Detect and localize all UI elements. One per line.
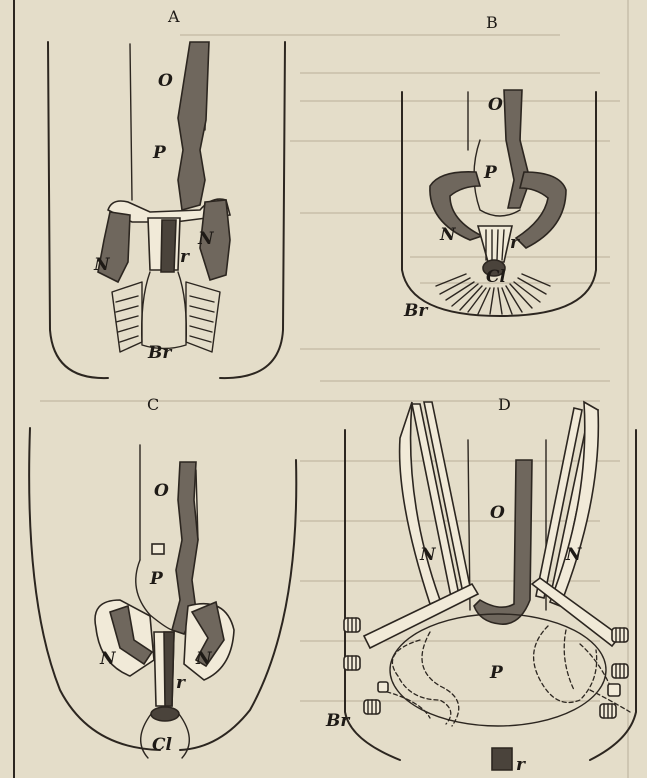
panel-a [48, 42, 285, 378]
panel-a-cloaca-outline [142, 272, 187, 349]
panel-c-label-n-left: N [99, 649, 117, 669]
panel-b-label-p: P [483, 163, 498, 183]
panel-b-label-r: r [510, 233, 520, 253]
panel-a-body-outline-left [48, 42, 108, 378]
panel-a-gill-left [112, 282, 142, 352]
panel-a-inner-line-left [130, 44, 132, 200]
panel-b-rectum [478, 226, 512, 262]
panel-d-label-o: O [490, 503, 505, 523]
panel-a-label-o: O [158, 71, 173, 91]
panel-d-label-n-right: N [565, 545, 583, 565]
panel-d [344, 402, 636, 770]
panel-c-cloaca-opening [151, 707, 179, 721]
panel-a-label-br: Br [147, 343, 172, 363]
panel-a-label-n-right: N [197, 229, 215, 249]
panel-d-label-r: r [516, 755, 526, 775]
panel-d-branchial-tube-left [364, 584, 478, 648]
panel-d-caption: D [498, 395, 511, 414]
panel-a-label-p: P [152, 143, 167, 163]
panel-c-label-r: r [176, 673, 186, 693]
panel-c-small-vessel [152, 544, 164, 554]
panel-d-dotted-vessel-lower [380, 690, 630, 718]
panel-c-rectum-shade [164, 632, 174, 706]
panel-a-gill-right-lamellae [190, 296, 214, 342]
panel-d-branchial-tube-right [532, 578, 620, 646]
panel-a-rectum [161, 220, 176, 272]
panel-c-label-n-right: N [195, 649, 213, 669]
panel-d-label-p: P [489, 663, 504, 683]
panel-a-label-n-left: N [93, 255, 111, 275]
panel-d-oesophagus [474, 460, 532, 624]
panel-b-label-n: N [439, 225, 457, 245]
panel-a-gill-left-lamellae [116, 296, 138, 342]
panel-d-gill-tufts-right [600, 628, 628, 718]
panel-d-label-br: Br [325, 711, 350, 731]
panel-a-body-outline-right [220, 42, 285, 378]
panel-b-nerve-ring-right [516, 172, 566, 248]
panel-b-label-cl: Cl [486, 267, 507, 287]
panel-c [29, 428, 296, 758]
panel-d-rectum [492, 748, 512, 770]
panel-a-oesophagus [178, 42, 209, 210]
panel-b-oesophagus [504, 90, 530, 208]
panel-a-label-r: r [180, 247, 190, 267]
panel-b-label-o: O [488, 95, 503, 115]
panel-d-label-n-left: N [419, 545, 437, 565]
panel-c-label-p: P [149, 569, 164, 589]
panel-c-label-o: O [154, 481, 169, 501]
panel-d-dotted-vessel-left-a [392, 640, 450, 724]
panel-a-caption: A [167, 7, 180, 26]
panel-c-label-cl: Cl [152, 735, 173, 755]
panel-c-caption: C [147, 395, 159, 414]
panel-b-label-br: Br [403, 301, 428, 321]
panel-b-nerve-ring-left [430, 172, 482, 240]
panel-b-caption: B [486, 13, 498, 32]
